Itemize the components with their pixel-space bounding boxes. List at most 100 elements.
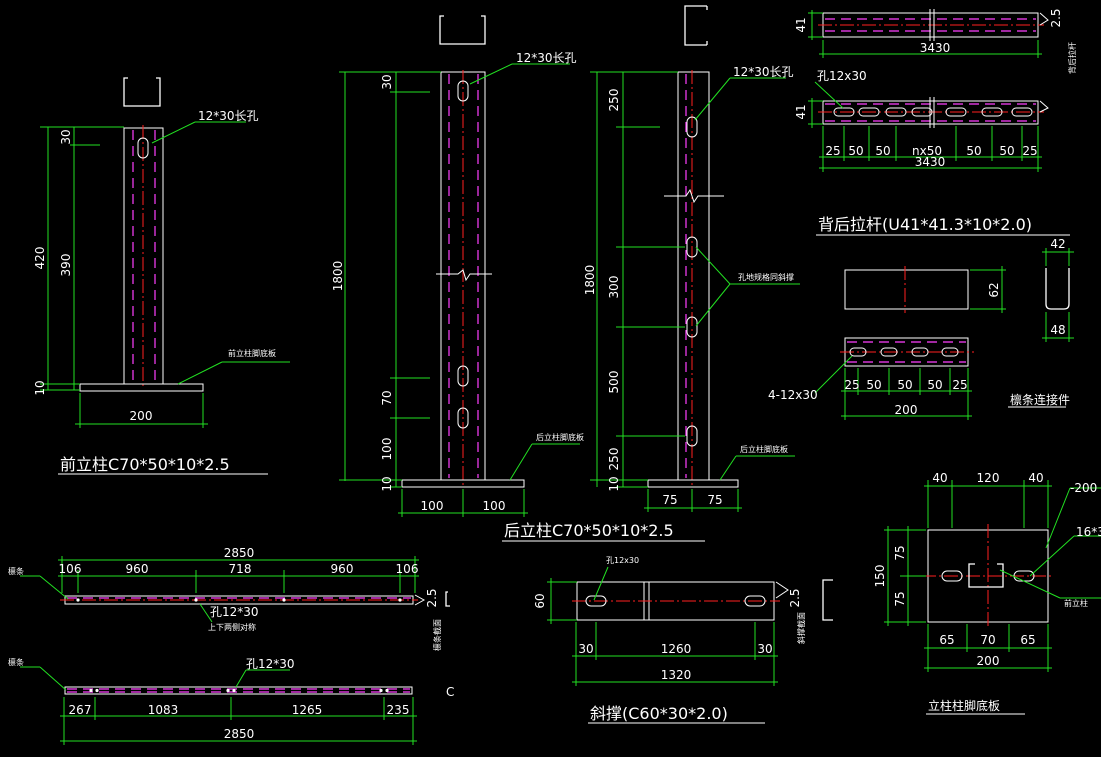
base-plate-dim-40-right: 40 xyxy=(1028,471,1043,485)
front-column-slot xyxy=(137,137,149,159)
rear-b-hole-label: 12*30长孔 xyxy=(733,65,794,79)
base-plate-dim-70: 70 xyxy=(980,633,995,647)
connector-spacing-4: 50 xyxy=(927,378,942,392)
back-rod-title: 背后拉杆(U41*41.3*10*2.0) xyxy=(818,215,1032,234)
beam-top-drawing: 2850 106 960 718 960 106 2.5 檩条 孔12*30 上… xyxy=(8,546,450,651)
connector-spacing-1: 25 xyxy=(844,378,859,392)
connector-title: 檩条连接件 xyxy=(1010,392,1070,407)
beam-top-side-note: 檩条截面 xyxy=(432,619,442,651)
beam-c-mark: C xyxy=(446,685,454,699)
beam-top-hole-label: 孔12*30 xyxy=(210,605,259,619)
connector-hole-label: 4-12x30 xyxy=(768,388,818,402)
base-plate-column-outline xyxy=(968,563,1004,588)
rear-b-dim-10: 10 xyxy=(607,476,621,491)
rear-b-dim-250-top: 250 xyxy=(607,89,621,112)
base-plate-title: 立柱柱脚底板 xyxy=(928,698,1000,713)
beam-top-seg-2: 960 xyxy=(126,562,149,576)
rear-a-dim-30: 30 xyxy=(380,74,394,89)
brace-side-note: 斜撑截面 xyxy=(796,612,806,644)
beam-top-seg-5: 106 xyxy=(396,562,419,576)
back-rod-spacing-6: 50 xyxy=(999,144,1014,158)
rear-column-b-base-plate xyxy=(647,479,739,488)
base-plate-dim-200: 200 xyxy=(977,654,1000,668)
beam-bottom-seg-4: 235 xyxy=(387,703,410,717)
base-plate-dim-75-top: 75 xyxy=(893,545,907,560)
rear-column-b-slot-3 xyxy=(686,316,698,338)
back-rod-spacing-3: 50 xyxy=(875,144,890,158)
rear-b-dim-75-right: 75 xyxy=(707,493,722,507)
back-rod-dim-41-b: 41 xyxy=(794,104,808,119)
rear-a-dim-100-left: 100 xyxy=(421,499,444,513)
base-plate-dim-65-left: 65 xyxy=(939,633,954,647)
front-dim-30: 30 xyxy=(59,129,73,144)
beam-bottom-seg-1: 267 xyxy=(69,703,92,717)
brace-dim-30-left: 30 xyxy=(578,642,593,656)
connector-dim-62: 62 xyxy=(987,282,1001,297)
brace-dim-2.5: 2.5 xyxy=(788,588,802,607)
brace-dim-1320: 1320 xyxy=(661,668,692,682)
back-rod-slots xyxy=(833,107,1033,117)
front-column-drawing: 30 420 390 10 200 12*30长孔 前立柱脚底板 前立柱C70*… xyxy=(33,77,290,475)
rear-column-b-body xyxy=(677,71,710,481)
front-hole-label: 12*30长孔 xyxy=(198,109,259,123)
beam-top-dim-2.5: 2.5 xyxy=(425,588,439,607)
connector-dim-48: 48 xyxy=(1050,323,1065,337)
base-plate-thickness: -200 xyxy=(1070,481,1097,495)
front-dim-10: 10 xyxy=(33,380,47,395)
rear-a-dim-1800: 1800 xyxy=(331,261,345,292)
beam-bottom-seg-2: 1083 xyxy=(148,703,179,717)
brace-drawing: 60 2.5 斜撑截面 孔12x30 30 1260 30 1320 斜撑(C6… xyxy=(533,556,833,724)
beam-bottom-label: 檩条 xyxy=(8,657,24,667)
back-rod-dim-41-a: 41 xyxy=(794,17,808,32)
brace-dim-30-right: 30 xyxy=(757,642,772,656)
base-plate-dim-150: 150 xyxy=(873,565,887,588)
connector-spacing-5: 25 xyxy=(952,378,967,392)
back-rod-spacing-5: 50 xyxy=(966,144,981,158)
beam-top-note: 上下两侧对称 xyxy=(208,622,256,632)
front-base-label: 前立柱脚底板 xyxy=(228,348,276,358)
rear-a-hole-label: 12*30长孔 xyxy=(516,51,577,65)
back-rod-drawing: 41 2.5 3430 背后拉杆 xyxy=(794,8,1077,236)
back-rod-spacing-4: nx50 xyxy=(912,144,942,158)
brace-hole-label: 孔12x30 xyxy=(606,556,639,565)
front-dim-420: 420 xyxy=(33,247,47,270)
connector-spacing-3: 50 xyxy=(897,378,912,392)
back-rod-side-note: 背后拉杆 xyxy=(1067,42,1077,74)
rear-column-b-slot-1 xyxy=(686,116,698,138)
base-plate-slot-left xyxy=(941,570,963,582)
front-dim-200: 200 xyxy=(130,409,153,423)
rear-b-brace-label: 孔地规格同斜撑 xyxy=(738,272,794,282)
beam-top-label: 檩条 xyxy=(8,566,24,576)
rear-a-dim-100: 100 xyxy=(380,438,394,461)
connector-spacing-2: 50 xyxy=(866,378,881,392)
rear-a-dim-70: 70 xyxy=(380,390,394,405)
connector-section-profile xyxy=(1045,268,1070,310)
rear-b-dim-75-left: 75 xyxy=(662,493,677,507)
connector-dim-42: 42 xyxy=(1050,237,1065,251)
base-plate-dim-65-right: 65 xyxy=(1020,633,1035,647)
connector-dim-200: 200 xyxy=(895,403,918,417)
back-rod-hole-label: 孔12x30 xyxy=(817,69,867,83)
back-rod-dim-3430-b: 3430 xyxy=(915,155,946,169)
rear-b-base-label: 后立柱脚底板 xyxy=(740,444,788,454)
beam-bottom-seg-3: 1265 xyxy=(292,703,323,717)
rear-column-a-base-plate xyxy=(401,479,525,488)
rear-column-a-drawing: 30 1800 70 100 10 100 100 12*30长孔 后立柱脚底板 xyxy=(331,15,584,517)
beam-top-total: 2850 xyxy=(224,546,255,560)
rear-a-dim-100-right: 100 xyxy=(483,499,506,513)
beam-bottom-total: 2850 xyxy=(224,727,255,741)
rear-column-a-slot-3 xyxy=(457,407,469,429)
rear-column-a-section xyxy=(439,15,486,45)
rear-column-a-slot-1 xyxy=(457,80,469,102)
front-dim-390: 390 xyxy=(59,254,73,277)
rear-column-b-drawing: 250 1800 300 500 250 10 75 75 12*30长孔 孔地… xyxy=(502,5,800,542)
front-column-section-profile xyxy=(123,77,161,107)
front-column-title: 前立柱C70*50*10*2.5 xyxy=(60,455,230,474)
brace-dim-1260: 1260 xyxy=(661,642,692,656)
rear-column-title: 后立柱C70*50*10*2.5 xyxy=(504,521,674,540)
brace-dim-60: 60 xyxy=(533,593,547,608)
back-rod-dim-3430-a: 3430 xyxy=(920,41,951,55)
back-rod-dim-2.5: 2.5 xyxy=(1049,8,1063,27)
beam-top-seg-4: 960 xyxy=(331,562,354,576)
front-column-base-plate xyxy=(79,383,204,392)
